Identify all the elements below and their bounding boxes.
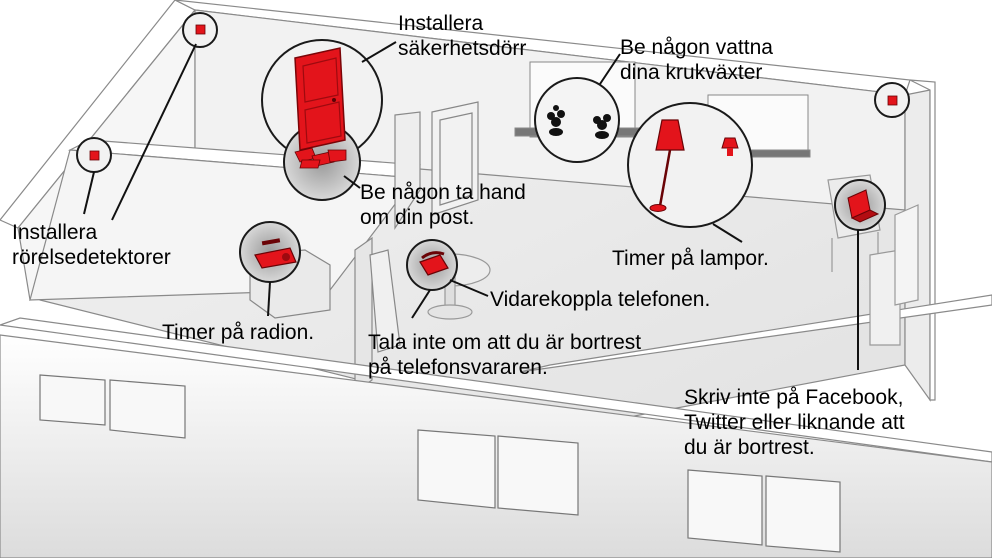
lamp-magnifier (627, 102, 753, 228)
desk (827, 174, 919, 346)
leader-lines (83, 41, 859, 370)
central-partition (354, 236, 373, 394)
mail-pile-icon (294, 147, 347, 169)
radio-icon (254, 238, 297, 269)
label-motion-detectors: Installera rörelsedetektorer (12, 221, 171, 269)
label-answering-machine: Tala inte om att du är bortrest på telef… (368, 331, 642, 379)
label-mail: Be någon ta hand om din post. (360, 181, 526, 229)
lamp-icon (649, 119, 739, 212)
laptop-icon (847, 189, 880, 223)
label-social-media: Skriv inte på Facebook, Twitter eller li… (684, 386, 905, 459)
door-icon (294, 47, 346, 151)
front-wall-top (0, 317, 992, 463)
central-partition-2 (394, 111, 421, 231)
motion-detector-icon (89, 24, 898, 161)
label-radio-timer: Timer på radion. (162, 321, 315, 344)
plant-icon (547, 105, 611, 139)
label-forward-phone: Vidarekoppla telefonen. (490, 288, 711, 311)
label-plants: Be någon vattna dina krukväxter (620, 36, 773, 84)
phone-icon (419, 251, 449, 276)
right-wall-edge (909, 79, 936, 401)
front-windows (39, 374, 841, 553)
plant-magnifier (534, 77, 620, 163)
inner-door (369, 101, 479, 353)
label-lamp-timer: Timer på lampor. (612, 247, 769, 270)
label-security-door: Installera säkerhetsdörr (398, 12, 527, 60)
